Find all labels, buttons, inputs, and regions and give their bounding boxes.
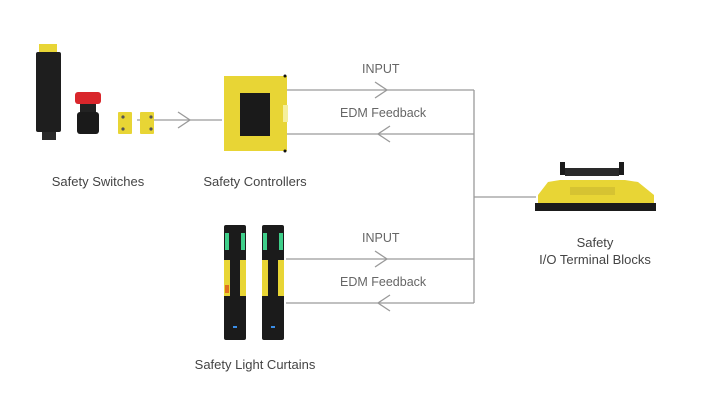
terminal-block-image	[535, 162, 656, 211]
top-input-label: INPUT	[362, 62, 400, 76]
bottom-input-arrow-icon	[374, 250, 389, 268]
bottom-feedback-arrow-icon	[376, 294, 391, 312]
bottom-feedback-label: EDM Feedback	[340, 275, 427, 289]
controller-label-panel	[240, 93, 270, 136]
terminal-block-base	[535, 203, 656, 211]
estop-body	[77, 112, 99, 134]
estop-button	[75, 92, 101, 104]
magnetic-switch-b	[140, 112, 154, 134]
switch-head	[39, 44, 57, 52]
safety-controller-image	[224, 74, 288, 153]
terminal-blocks-label-line2: I/O Terminal Blocks	[539, 252, 651, 267]
safety-switches-image	[36, 44, 154, 140]
safety-switches-label: Safety Switches	[51, 174, 145, 189]
top-feedback-label: EDM Feedback	[340, 106, 427, 120]
terminal-blocks-label: Safety I/O Terminal Blocks	[530, 234, 660, 268]
connection-lines	[137, 81, 536, 312]
switch-arrow-icon	[177, 111, 192, 129]
bottom-input-label: INPUT	[362, 231, 400, 245]
top-feedback-arrow-icon	[376, 125, 391, 143]
safety-controllers-label: Safety Controllers	[203, 174, 307, 189]
top-input-arrow-icon	[374, 81, 389, 99]
terminal-blocks-label-line1: Safety	[576, 235, 614, 250]
magnetic-switch-a	[118, 112, 132, 134]
safety-light-curtains-label: Safety Light Curtains	[194, 357, 316, 372]
safety-light-curtains-image	[224, 225, 284, 340]
interlock-switch-body	[36, 52, 61, 132]
